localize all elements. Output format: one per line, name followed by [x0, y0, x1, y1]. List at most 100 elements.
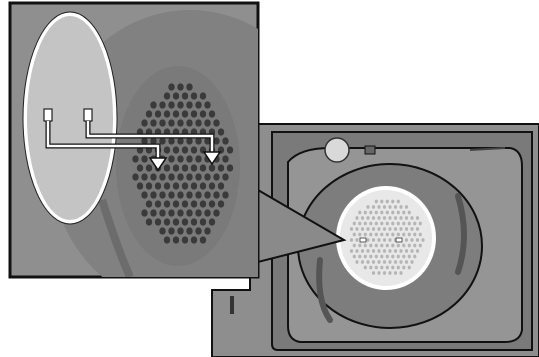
- drum-grille-hole: [388, 227, 391, 231]
- grille-hole: [213, 209, 219, 216]
- grille-hole: [195, 209, 201, 216]
- grille-hole: [186, 155, 192, 162]
- grille-hole: [177, 173, 183, 180]
- drum-grille-hole: [394, 216, 397, 220]
- drum-grille-hole: [353, 233, 356, 237]
- drum-grille-hole: [405, 227, 408, 231]
- grille-hole: [195, 173, 201, 180]
- grille-hole: [227, 164, 233, 171]
- grille-hole: [182, 182, 188, 189]
- grille-hole: [173, 164, 179, 171]
- drum-grille-hole: [375, 233, 378, 237]
- grille-hole: [182, 146, 188, 153]
- drum-grille-hole: [391, 233, 394, 237]
- drum-grille-hole: [419, 222, 422, 226]
- drum-grille-hole: [391, 200, 394, 204]
- drum-grille-hole: [361, 227, 364, 231]
- drum-grille-hole: [391, 222, 394, 226]
- drum-grille-hole: [391, 244, 394, 248]
- grille-hole: [150, 173, 156, 180]
- drum-grille-hole: [358, 222, 361, 226]
- drum-grille-hole: [408, 244, 411, 248]
- grille-hole: [132, 173, 138, 180]
- grille-hole: [150, 209, 156, 216]
- grille-hole: [213, 119, 219, 126]
- grille-hole: [186, 191, 192, 198]
- grille-hole: [137, 164, 143, 171]
- grille-hole: [195, 119, 201, 126]
- drum-grille-hole: [366, 249, 369, 253]
- drum-grille-hole: [394, 205, 397, 209]
- drum-grille-hole: [410, 216, 413, 220]
- grille-hole: [186, 119, 192, 126]
- drum-grille-hole: [361, 249, 364, 253]
- drum-tab-right: [396, 238, 402, 242]
- grille-hole: [155, 200, 161, 207]
- drum-grille-hole: [410, 260, 413, 264]
- drum-grille-hole: [380, 255, 383, 259]
- grille-hole: [191, 146, 197, 153]
- drum-grille-hole: [405, 216, 408, 220]
- grille-hole: [200, 164, 206, 171]
- grille-hole: [209, 110, 215, 117]
- drum-grille-hole: [366, 238, 369, 242]
- drum-grille-hole: [358, 211, 361, 215]
- drum-grille-hole: [350, 238, 353, 242]
- drum-grille-hole: [397, 211, 400, 215]
- grille-hole: [209, 182, 215, 189]
- drum-grille-hole: [408, 211, 411, 215]
- drum-grille-hole: [416, 227, 419, 231]
- grille-hole: [177, 209, 183, 216]
- drum-grille-hole: [369, 233, 372, 237]
- drum-grille-hole: [388, 216, 391, 220]
- drum-grille-hole: [413, 222, 416, 226]
- grille-hole: [209, 164, 215, 171]
- grille-hole: [195, 227, 201, 234]
- grille-hole: [159, 191, 165, 198]
- drum-grille-hole: [399, 271, 402, 275]
- drum-grille-hole: [372, 260, 375, 264]
- grille-hole: [177, 119, 183, 126]
- drum-grille-hole: [364, 233, 367, 237]
- drum-grille-hole: [364, 266, 367, 270]
- drum-grille-hole: [410, 227, 413, 231]
- grille-hole: [177, 83, 183, 90]
- drum-grille-hole: [364, 255, 367, 259]
- drum-grille-hole: [410, 238, 413, 242]
- grille-hole: [209, 200, 215, 207]
- grille-hole: [168, 227, 174, 234]
- drum-grille-hole: [413, 244, 416, 248]
- grille-hole: [204, 227, 210, 234]
- drum-grille-hole: [375, 255, 378, 259]
- drum-grille-hole: [369, 244, 372, 248]
- drum-grille-hole: [383, 216, 386, 220]
- drum-grille-hole: [358, 233, 361, 237]
- grille-hole: [182, 200, 188, 207]
- grille-hole: [204, 209, 210, 216]
- drum-grille-hole: [388, 271, 391, 275]
- drum-grille-hole: [402, 233, 405, 237]
- drum-grille-hole: [386, 222, 389, 226]
- drum-grille-hole: [402, 222, 405, 226]
- grille-hole: [146, 200, 152, 207]
- drum-grille-hole: [405, 205, 408, 209]
- grille-hole: [173, 218, 179, 225]
- grille-hole: [132, 155, 138, 162]
- drum-grille-hole: [355, 260, 358, 264]
- drum-grille-hole: [366, 205, 369, 209]
- drum-grille-hole: [408, 222, 411, 226]
- front-slot: [230, 296, 234, 314]
- drum-grille-hole: [369, 211, 372, 215]
- grille-hole: [200, 182, 206, 189]
- grille-hole: [164, 110, 170, 117]
- drum-grille-hole: [416, 216, 419, 220]
- grille-hole: [146, 182, 152, 189]
- grille-hole: [141, 155, 147, 162]
- drum-grille-hole: [397, 233, 400, 237]
- drum-grille-hole: [353, 222, 356, 226]
- drum-grille-hole: [377, 260, 380, 264]
- grille-hole: [191, 218, 197, 225]
- drum-grille-hole: [386, 233, 389, 237]
- drum-grille-hole: [377, 249, 380, 253]
- grille-hole: [218, 164, 224, 171]
